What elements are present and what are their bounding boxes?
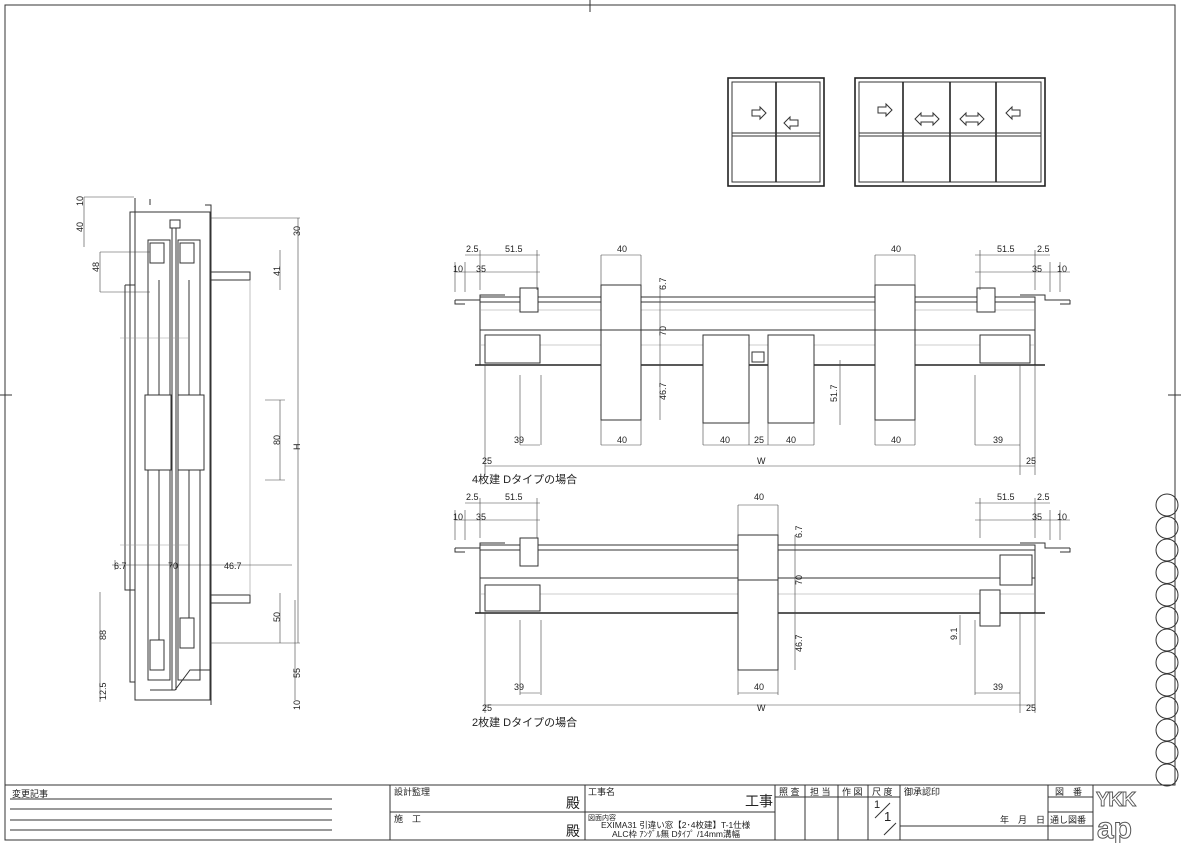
dim-label: 51.5 bbox=[505, 244, 523, 254]
dim-label: 46.7 bbox=[794, 634, 804, 652]
drawing-number-label: 図 番 bbox=[1055, 786, 1082, 797]
dim-label: 40 bbox=[617, 244, 627, 254]
dim-label: 88 bbox=[98, 630, 108, 640]
dim-label: 51.7 bbox=[829, 384, 839, 402]
honorific: 殿 bbox=[566, 795, 580, 811]
dim-label: 46.7 bbox=[658, 382, 668, 400]
ykk-ap-logo: YKK ap bbox=[1096, 789, 1139, 843]
project-name-label: 工事名 bbox=[588, 786, 615, 797]
dim-label: 6.7 bbox=[114, 561, 127, 571]
drawing-content-line1: EXIMA31 引違い窓【2･4枚建】T-1仕様 bbox=[601, 820, 751, 830]
dim-label: 40 bbox=[75, 222, 85, 232]
arrow-both-icon bbox=[914, 111, 940, 127]
dim-label: 10 bbox=[292, 700, 302, 710]
dim-label: 12.5 bbox=[98, 682, 108, 700]
dim-label: 10 bbox=[1057, 264, 1067, 274]
elevation-4-panel bbox=[854, 77, 1046, 187]
dim-label: 9.1 bbox=[949, 627, 959, 640]
title-block: 変更記事 設計監理 殿 施 工 殿 工事名 工事 図面内容 EXIMA31 引違… bbox=[4, 784, 1139, 843]
dim-label: 39 bbox=[514, 682, 524, 692]
date-label: 年 月 日 bbox=[1000, 814, 1045, 825]
project-suffix: 工事 bbox=[745, 793, 773, 809]
dim-label: 40 bbox=[617, 435, 627, 445]
dim-label: 40 bbox=[754, 682, 764, 692]
dim-label: 25 bbox=[1026, 703, 1036, 713]
scale-denominator: 1 bbox=[884, 809, 891, 824]
dim-label: 35 bbox=[1032, 264, 1042, 274]
dim-label: 70 bbox=[658, 326, 668, 336]
arrow-right-icon bbox=[751, 105, 767, 121]
plan-2-panel: 2.5 51.5 40 51.5 2.5 10 35 35 10 6.7 70 … bbox=[453, 492, 1071, 729]
design-supervision-label: 設計監理 bbox=[394, 786, 430, 797]
revision-circles bbox=[1155, 493, 1179, 787]
dim-label: 35 bbox=[476, 512, 486, 522]
svg-text:ap: ap bbox=[1097, 812, 1132, 843]
approval-label: 御承認印 bbox=[904, 786, 940, 797]
dim-label: 39 bbox=[993, 435, 1003, 445]
plan-caption: 2枚建 Dタイプの場合 bbox=[472, 715, 577, 729]
dim-label: 35 bbox=[476, 264, 486, 274]
arrow-left-icon bbox=[783, 115, 799, 131]
dim-label: H bbox=[292, 444, 302, 451]
dim-label: 6.7 bbox=[794, 525, 804, 538]
dim-label: 51.5 bbox=[505, 492, 523, 502]
dim-label: 51.5 bbox=[997, 244, 1015, 254]
dim-label: 10 bbox=[75, 196, 85, 206]
dim-label: 39 bbox=[993, 682, 1003, 692]
check-label: 照 査 bbox=[779, 786, 800, 797]
dim-label: 46.7 bbox=[224, 561, 242, 571]
dim-label: W bbox=[757, 703, 766, 713]
dim-label: 40 bbox=[754, 492, 764, 502]
dim-label: 39 bbox=[514, 435, 524, 445]
svg-text:YKK: YKK bbox=[1096, 789, 1137, 811]
plan-4-panel: 2.5 51.5 40 40 51.5 2.5 10 35 35 10 6.7 … bbox=[453, 244, 1071, 486]
dim-label: 80 bbox=[272, 435, 282, 445]
change-record-label: 変更記事 bbox=[12, 788, 48, 799]
dim-label: 25 bbox=[754, 435, 764, 445]
arrow-both-icon bbox=[959, 111, 985, 127]
honorific: 殿 bbox=[566, 823, 580, 839]
scale-numerator: 1 bbox=[874, 799, 880, 811]
dim-label: 10 bbox=[453, 512, 463, 522]
vertical-section: 10 40 48 30 41 80 H 6.7 70 46.7 88 50 55… bbox=[75, 196, 302, 710]
construction-label: 施 工 bbox=[394, 813, 421, 824]
dim-label: 70 bbox=[794, 575, 804, 585]
dim-label: 40 bbox=[786, 435, 796, 445]
dim-label: 2.5 bbox=[1037, 492, 1050, 502]
dim-label: 70 bbox=[168, 561, 178, 571]
dim-label: 25 bbox=[482, 703, 492, 713]
dim-label: 2.5 bbox=[466, 492, 479, 502]
dim-label: 51.5 bbox=[997, 492, 1015, 502]
dim-label: 2.5 bbox=[466, 244, 479, 254]
dim-label: 40 bbox=[891, 244, 901, 254]
dim-label: 30 bbox=[292, 226, 302, 236]
dim-label: 2.5 bbox=[1037, 244, 1050, 254]
dim-label: 10 bbox=[1057, 512, 1067, 522]
drafting-label: 作 図 bbox=[842, 786, 863, 797]
dim-label: 40 bbox=[891, 435, 901, 445]
plan-caption: 4枚建 Dタイプの場合 bbox=[472, 472, 577, 486]
serial-number-label: 通し図番 bbox=[1050, 814, 1086, 825]
dim-label: 10 bbox=[453, 264, 463, 274]
elevation-2-panel bbox=[727, 77, 825, 187]
dim-label: 50 bbox=[272, 612, 282, 622]
dim-label: 55 bbox=[292, 668, 302, 678]
arrow-right-icon bbox=[877, 102, 893, 118]
dim-label: 48 bbox=[91, 262, 101, 272]
drawing-content-line2: ALC枠 ｱﾝｸﾞﾙ無 Dﾀｲﾌﾟ /14mm溝幅 bbox=[612, 829, 740, 839]
scale-label: 尺 度 bbox=[872, 786, 893, 797]
charge-label: 担 当 bbox=[810, 786, 831, 797]
dim-label: 41 bbox=[272, 266, 282, 276]
revision-circle bbox=[1155, 763, 1179, 787]
dim-label: 25 bbox=[482, 456, 492, 466]
arrow-left-icon bbox=[1005, 105, 1021, 121]
dim-label: 6.7 bbox=[658, 277, 668, 290]
dim-label: 40 bbox=[720, 435, 730, 445]
drawing-content-label: 図面内容 bbox=[588, 813, 616, 822]
dim-label: 35 bbox=[1032, 512, 1042, 522]
dim-label: W bbox=[757, 456, 766, 466]
dim-label: 25 bbox=[1026, 456, 1036, 466]
